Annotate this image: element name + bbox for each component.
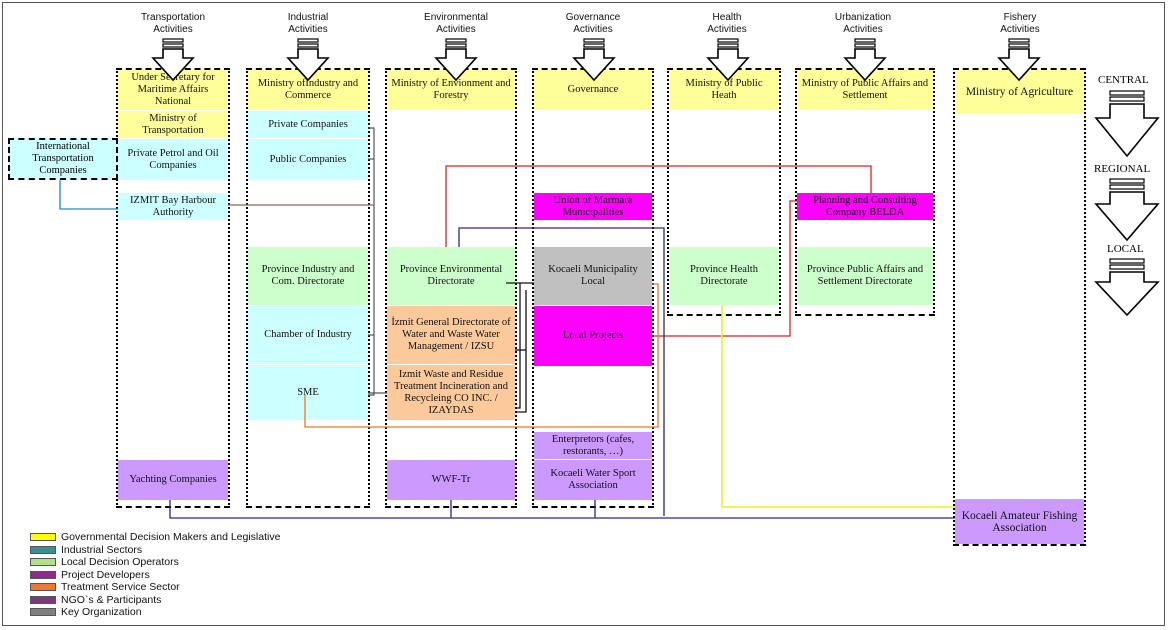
legend-swatch	[30, 595, 56, 604]
level-central-label: CENTRAL	[1098, 74, 1149, 86]
down-arrow-icon	[572, 38, 616, 82]
province-urban-box: Province Public Affairs and Settlement D…	[797, 247, 933, 305]
down-arrow-icon	[286, 38, 330, 82]
enterpretors-box: Enterpretors (cafes, restorants, …)	[534, 432, 652, 459]
legend-item: Governmental Decision Makers and Legisla…	[30, 531, 280, 544]
water-sport-box: Kocaeli Water Sport Association	[534, 460, 652, 500]
legend-item: Industrial Sectors	[30, 544, 280, 557]
legend-swatch	[30, 583, 56, 592]
ministry-urban-box: Ministry of Public Affairs and Settlemen…	[797, 70, 933, 110]
planning-belda-box: Planning and Consulting Company BELDA	[797, 193, 933, 220]
header-urbanization: Urbanization Activities	[834, 12, 892, 35]
sme-box: SME	[248, 365, 368, 420]
legend-label: Governmental Decision Makers and Legisla…	[61, 531, 281, 544]
ministry-transportation-box: Ministry of Transportation	[118, 111, 228, 138]
legend-label: Key Organization	[61, 606, 142, 619]
legend-item: NGO`s & Participants	[30, 594, 280, 607]
izmit-harbour-box: IZMIT Bay Harbour Authority	[118, 193, 228, 220]
legend-label: NGO`s & Participants	[61, 593, 162, 606]
down-arrow-icon	[706, 38, 750, 82]
legend-item: Key Organization	[30, 606, 280, 619]
intl-transport-box: International Transportation Companies	[8, 138, 118, 180]
down-arrow-icon	[997, 38, 1041, 82]
header-health: Health Activities	[707, 12, 747, 35]
legend-swatch	[30, 533, 56, 542]
regional-down-arrow-icon	[1094, 178, 1160, 242]
private-petrol-box: Private Petrol and Oil Companies	[118, 139, 228, 180]
province-environmental-box: Province Environmental Directorate	[387, 247, 515, 305]
fishing-association-box: Kocaeli Amateur Fishing Association	[955, 499, 1084, 544]
down-arrow-icon	[843, 38, 887, 82]
header-industrial: Industrial Activities	[287, 12, 329, 35]
header-environmental: Environmental Activities	[424, 12, 488, 35]
yachting-box: Yachting Companies	[118, 460, 228, 500]
izaydas-box: Izmit Waste and Residue Treatment Incine…	[387, 365, 515, 420]
legend-item: Local Decision Operators	[30, 556, 280, 569]
legend-swatch	[30, 558, 56, 567]
legend-label: Industrial Sectors	[61, 543, 143, 556]
izsu-box: İzmit General Directorate of Water and W…	[387, 306, 515, 364]
public-companies-box: Public Companies	[248, 139, 368, 180]
union-marmara-box: Union of Marmara Municipalities	[534, 193, 652, 220]
header-transport: Transportation Activities	[140, 12, 206, 35]
wwf-box: WWF-Tr	[387, 460, 515, 500]
header-fishery: Fishery Activities	[1000, 12, 1040, 35]
level-local-label: LOCAL	[1107, 243, 1144, 255]
province-health-box: Province Health Directorate	[669, 247, 779, 305]
province-industry-box: Province Industry and Com. Directorate	[248, 247, 368, 305]
legend-item: Project Developers	[30, 569, 280, 582]
legend-item: Treatment Service Sector	[30, 581, 280, 594]
legend-swatch	[30, 545, 56, 554]
down-arrow-icon	[434, 38, 478, 82]
legend-swatch	[30, 608, 56, 617]
down-arrow-icon	[151, 38, 195, 82]
legend-label: Local Decision Operators	[61, 556, 179, 569]
column-fishery	[953, 68, 1086, 546]
local-down-arrow-icon	[1094, 258, 1160, 317]
legend-swatch	[30, 570, 56, 579]
chamber-industry-box: Chamber of Industry	[248, 306, 368, 364]
private-companies-box: Private Companies	[248, 111, 368, 138]
level-regional-label: REGIONAL	[1094, 163, 1151, 175]
ministry-environment-box: Ministry of Envionment and Forestry	[387, 70, 515, 110]
central-down-arrow-icon	[1094, 90, 1160, 158]
legend-label: Treatment Service Sector	[61, 581, 180, 594]
local-projects-box: Local Projects	[534, 306, 652, 366]
header-governance: Governance Activities	[565, 12, 621, 35]
kocaeli-municipality-box: Kocaeli Municipality Local	[534, 247, 652, 305]
legend: Governmental Decision Makers and Legisla…	[30, 531, 280, 619]
legend-label: Project Developers	[61, 568, 150, 581]
